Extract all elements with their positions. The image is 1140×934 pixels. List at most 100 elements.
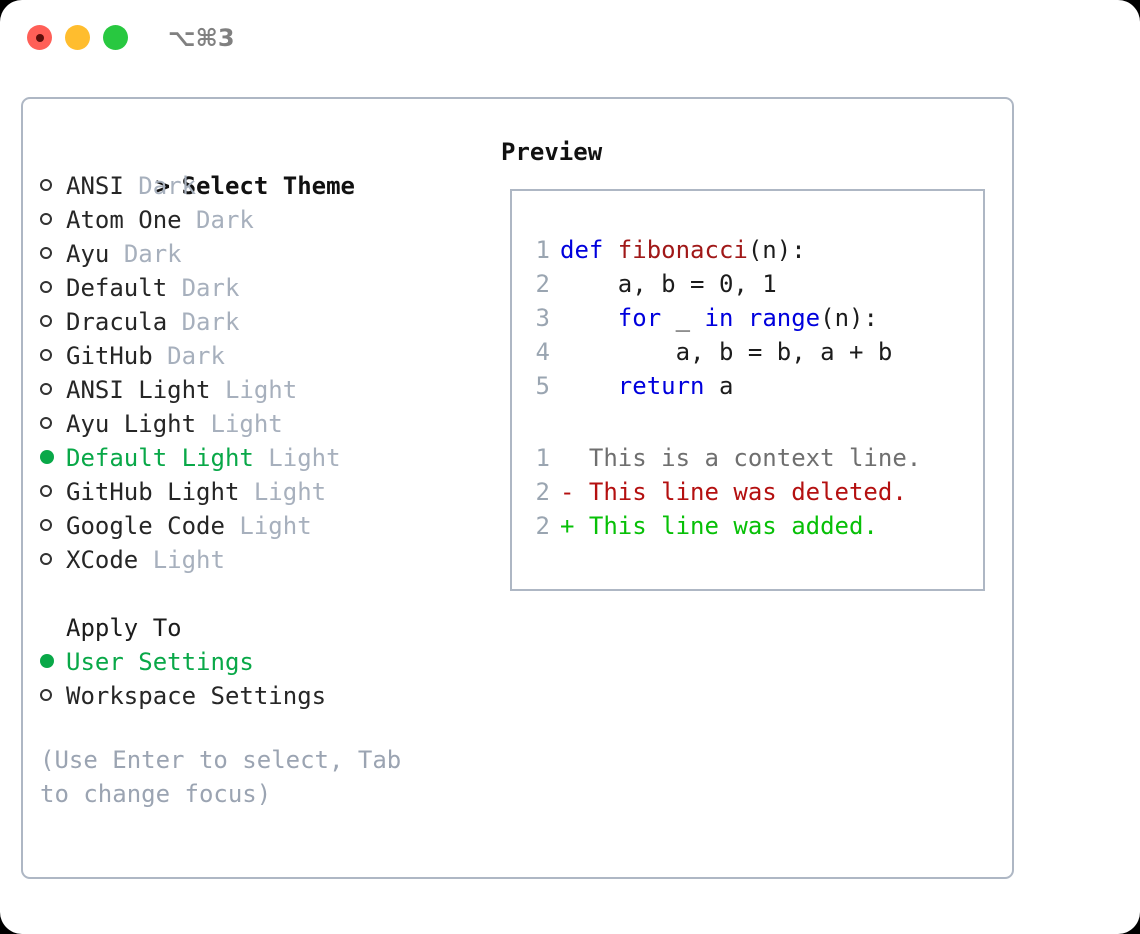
theme-item-mode-tag: Light bbox=[224, 376, 298, 404]
theme-item-mode-tag: Dark bbox=[138, 172, 197, 200]
theme-item-mode-tag: Light bbox=[210, 410, 283, 438]
theme-list-item[interactable]: Ayu Dark bbox=[40, 237, 500, 271]
code-token-plain: (n): bbox=[747, 236, 806, 264]
apply-to-option[interactable]: Workspace Settings bbox=[40, 679, 500, 713]
code-line-number: 1 bbox=[535, 236, 550, 264]
theme-item-label: ANSI bbox=[66, 172, 124, 200]
theme-item-label: ANSI Light bbox=[66, 376, 211, 404]
radio-unselected-icon bbox=[40, 417, 52, 429]
radio-unselected-icon bbox=[40, 213, 52, 225]
radio-unselected-icon bbox=[40, 247, 52, 259]
radio-unselected-icon bbox=[40, 349, 52, 361]
code-token-plain: a bbox=[704, 372, 734, 400]
maximize-light[interactable] bbox=[103, 25, 128, 50]
theme-item-mode-tag: Light bbox=[253, 478, 327, 506]
close-light[interactable] bbox=[27, 25, 52, 50]
theme-list-item[interactable]: GitHub Dark bbox=[40, 339, 500, 373]
theme-item-mode-tag: Dark bbox=[123, 240, 182, 268]
radio-marker bbox=[40, 237, 66, 271]
code-token-plain bbox=[733, 304, 747, 332]
theme-list-item[interactable]: Google Code Light bbox=[40, 509, 500, 543]
code-line-number: 5 bbox=[535, 372, 550, 400]
code-token-plain: a, b = b, a + b bbox=[560, 338, 893, 366]
radio-marker bbox=[40, 339, 66, 373]
diff-line-number: 2 bbox=[535, 512, 550, 540]
diff-line-text: This is a context line. bbox=[560, 444, 922, 472]
radio-marker bbox=[40, 407, 66, 441]
theme-item-mode-tag: Dark bbox=[196, 206, 254, 234]
apply-to-option[interactable]: User Settings bbox=[40, 645, 500, 679]
theme-list-item[interactable]: Ayu Light Light bbox=[40, 407, 500, 441]
theme-list-item[interactable]: ANSI Dark bbox=[40, 169, 500, 203]
theme-list-item[interactable]: GitHub Light Light bbox=[40, 475, 500, 509]
code-line: 3 for _ in range(n): bbox=[528, 301, 977, 335]
space bbox=[167, 308, 181, 336]
theme-list-item[interactable]: ANSI Light Light bbox=[40, 373, 500, 407]
theme-list-item[interactable]: Atom One Dark bbox=[40, 203, 500, 237]
code-token-kw: return bbox=[617, 372, 705, 400]
apply-to-heading: Apply To bbox=[66, 614, 182, 642]
theme-item-mode-tag: Light bbox=[268, 444, 341, 472]
code-token-plain bbox=[560, 304, 618, 332]
apply-to-option-label: Workspace Settings bbox=[66, 682, 327, 710]
diff-line-text: - This line was deleted. bbox=[560, 478, 907, 506]
radio-unselected-icon bbox=[40, 315, 52, 327]
radio-unselected-icon bbox=[40, 485, 52, 497]
code-token-plain: _ bbox=[661, 304, 705, 332]
preview-heading: Preview bbox=[501, 138, 603, 166]
radio-marker bbox=[40, 475, 66, 509]
theme-item-mode-tag: Dark bbox=[181, 308, 240, 336]
radio-marker bbox=[40, 271, 66, 305]
radio-selected-icon bbox=[40, 654, 54, 668]
code-token-kw: for bbox=[617, 304, 662, 332]
theme-item-label: Ayu Light bbox=[66, 410, 197, 438]
prompt-caret-icon: > bbox=[155, 172, 171, 200]
diff-line: 1 This is a context line. bbox=[528, 441, 977, 475]
theme-item-label: Ayu bbox=[66, 240, 110, 268]
window-shortcut-label: ⌥⌘3 bbox=[168, 24, 235, 52]
theme-list-item[interactable]: Default Light Light bbox=[40, 441, 500, 475]
theme-item-mode-tag: Dark bbox=[167, 342, 225, 370]
diff-line-number: 2 bbox=[535, 478, 550, 506]
theme-item-mode-tag: Dark bbox=[181, 274, 240, 302]
code-token-kw: def bbox=[560, 236, 618, 264]
space bbox=[167, 274, 181, 302]
section-spacer bbox=[40, 577, 500, 611]
radio-selected-icon bbox=[40, 450, 54, 464]
radio-unselected-icon bbox=[40, 689, 52, 701]
theme-list-item[interactable]: Dracula Dark bbox=[40, 305, 500, 339]
theme-item-label: Google Code bbox=[66, 512, 225, 540]
radio-marker bbox=[40, 305, 66, 339]
space bbox=[182, 206, 196, 234]
theme-item-label: Atom One bbox=[66, 206, 182, 234]
space bbox=[153, 342, 167, 370]
code-token-kw: in bbox=[704, 304, 734, 332]
radio-marker bbox=[40, 373, 66, 407]
code-line: 4 a, b = b, a + b bbox=[528, 335, 977, 369]
theme-item-label: Default bbox=[66, 274, 168, 302]
theme-item-label: Dracula bbox=[66, 308, 168, 336]
radio-marker bbox=[40, 441, 66, 475]
code-line: 2 a, b = 0, 1 bbox=[528, 267, 977, 301]
code-token-plain bbox=[560, 372, 618, 400]
keyboard-hint: (Use Enter to select, Tab to change focu… bbox=[40, 746, 402, 808]
radio-marker bbox=[40, 645, 66, 679]
title-bar: ⌥⌘3 bbox=[0, 0, 1140, 78]
theme-list-item[interactable]: Default Dark bbox=[40, 271, 500, 305]
code-line-number: 4 bbox=[535, 338, 550, 366]
radio-unselected-icon bbox=[40, 519, 52, 531]
diff-line-number: 1 bbox=[535, 444, 550, 472]
theme-item-mode-tag: Light bbox=[239, 512, 312, 540]
code-token-kw: range bbox=[747, 304, 821, 332]
code-line-number: 2 bbox=[535, 270, 550, 298]
theme-list-item[interactable]: XCode Light bbox=[40, 543, 500, 577]
theme-item-label: XCode bbox=[66, 546, 139, 574]
minimize-light[interactable] bbox=[65, 25, 90, 50]
